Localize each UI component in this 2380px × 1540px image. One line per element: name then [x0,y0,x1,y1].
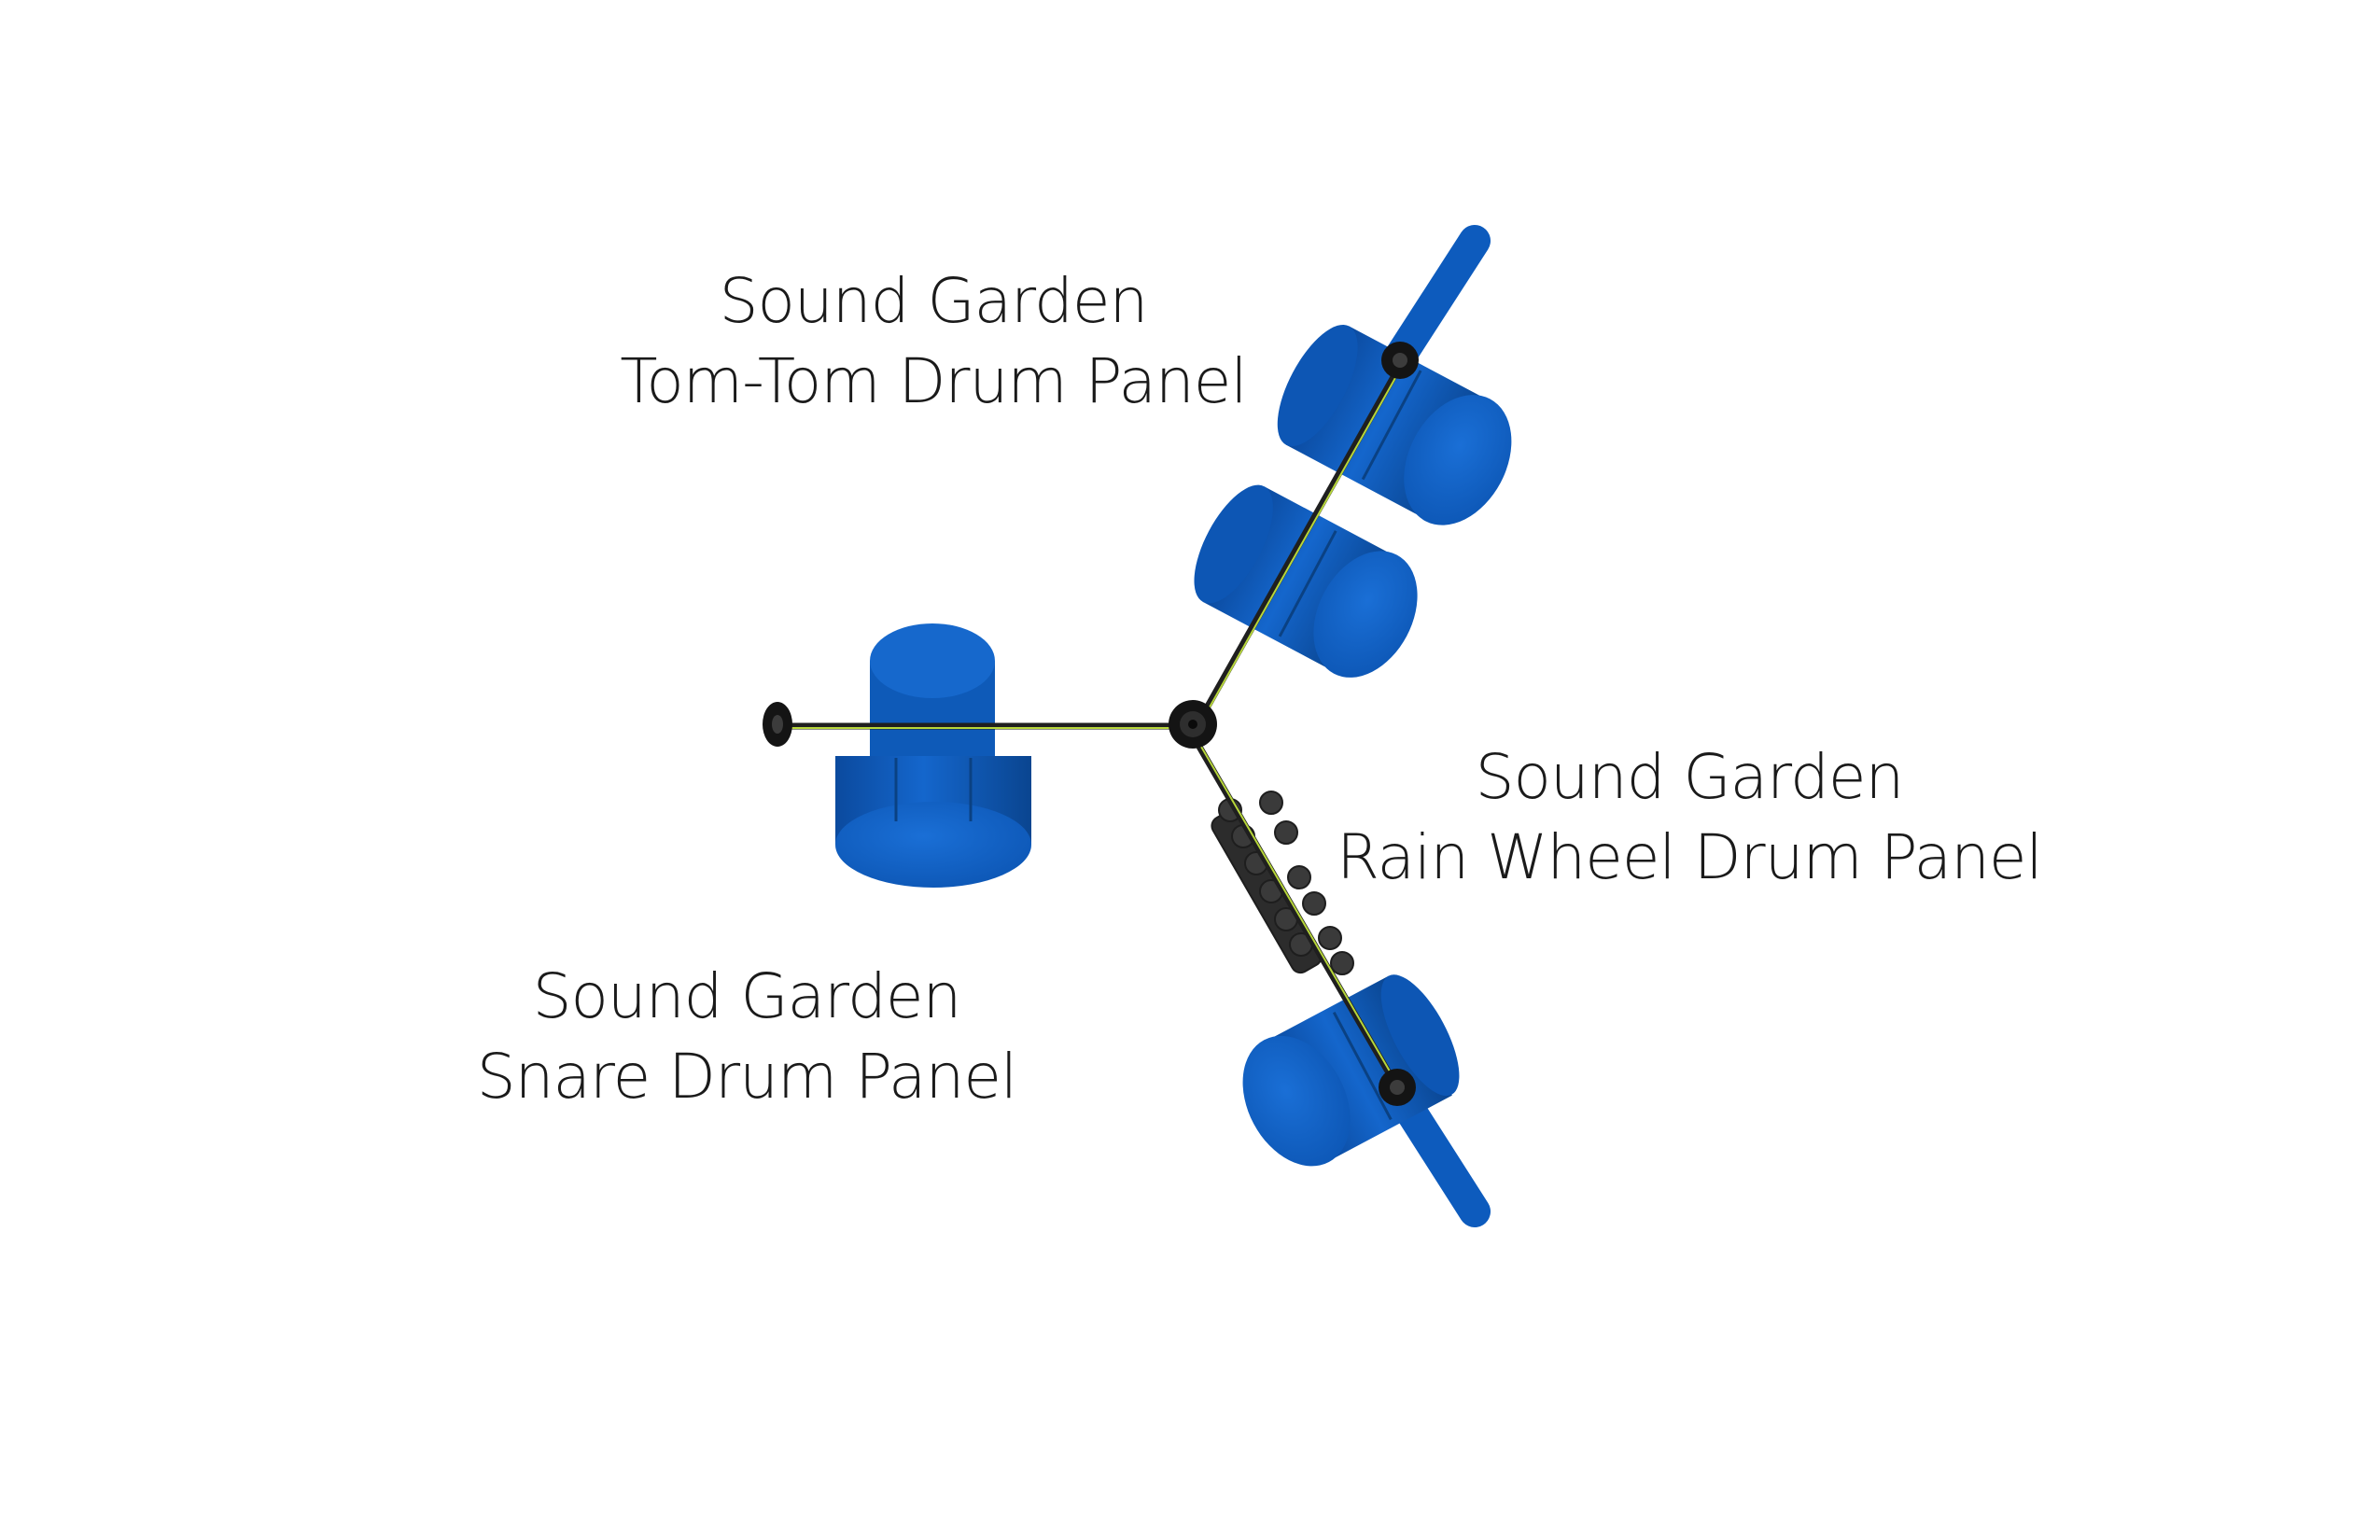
tomtom-label-line1: Sound Garden [719,265,1149,337]
tomtom-beam [1193,360,1406,728]
tomtom-drum-upper [1277,324,1512,525]
rain-wheel-drum-panel-label: Sound Garden Rain Wheel Drum Panel [1335,737,2044,898]
tomtom-drum-panel [1193,225,1512,728]
central-hub [1169,700,1217,749]
rain-label-line2: Rain Wheel Drum Panel [1337,821,2043,893]
snare-label-line1: Sound Garden [532,960,962,1032]
snare-drum-panel-label: Sound Garden Snare Drum Panel [439,957,1055,1117]
rain-beam [1196,745,1401,1089]
tomtom-end-post [1384,225,1491,372]
rain-label-line1: Sound Garden [1475,741,1905,813]
snare-drum-panel [623,623,1171,888]
rain-drum [1242,974,1460,1167]
rain-wheel-drum-panel [1196,745,1491,1227]
tomtom-drum-lower [1194,484,1418,678]
snare-drum [835,623,1031,888]
tomtom-drum-panel-label: Sound Garden Tom-Tom Drum Panel [607,261,1260,422]
tomtom-label-line2: Tom-Tom Drum Panel [620,345,1247,417]
snare-label-line2: Snare Drum Panel [476,1041,1018,1113]
